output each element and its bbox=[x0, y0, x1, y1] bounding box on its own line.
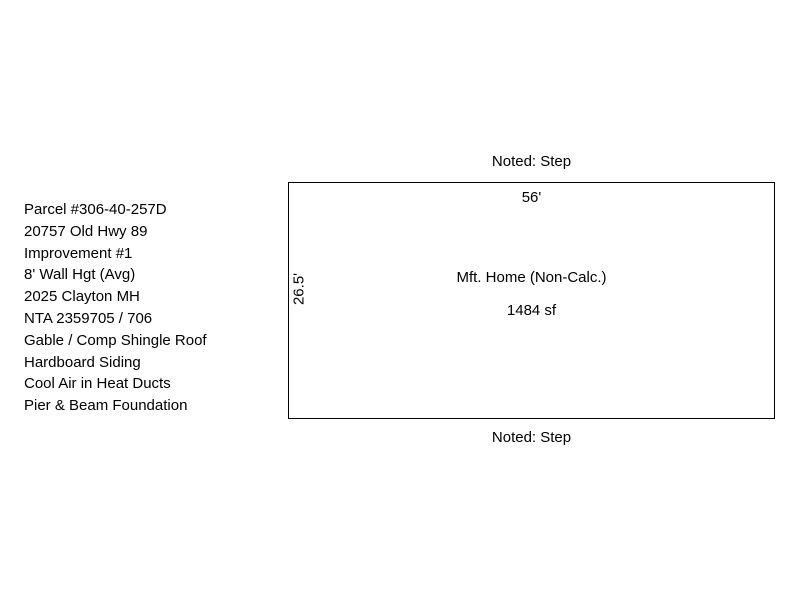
building-area-label: 1484 sf bbox=[506, 302, 557, 319]
building-outline: 56' 26.5' Mft. Home (Non-Calc.) 1484 sf bbox=[288, 182, 775, 419]
property-address: 20757 Old Hwy 89 bbox=[24, 222, 148, 240]
improvement-number: Improvement #1 bbox=[24, 244, 133, 262]
model-year: 2025 Clayton MH bbox=[24, 288, 140, 306]
top-step-note: Noted: Step bbox=[491, 153, 572, 170]
wall-height: 8' Wall Hgt (Avg) bbox=[24, 266, 136, 284]
building-type-label: Mft. Home (Non-Calc.) bbox=[456, 269, 607, 286]
building-center-labels: Mft. Home (Non-Calc.) 1484 sf bbox=[289, 269, 774, 320]
property-info-block: Parcel #306-40-257D 20757 Old Hwy 89 Imp… bbox=[24, 199, 207, 417]
nta-number: NTA 2359705 / 706 bbox=[24, 309, 153, 327]
roof-type: Gable / Comp Shingle Roof bbox=[24, 331, 207, 349]
parcel-number: Parcel #306-40-257D bbox=[24, 201, 167, 218]
building-width-label: 56' bbox=[521, 189, 542, 206]
foundation-type: Pier & Beam Foundation bbox=[24, 397, 188, 415]
hvac-type: Cool Air in Heat Ducts bbox=[24, 375, 171, 393]
bottom-step-note: Noted: Step bbox=[491, 429, 572, 446]
siding-type: Hardboard Siding bbox=[24, 353, 141, 371]
